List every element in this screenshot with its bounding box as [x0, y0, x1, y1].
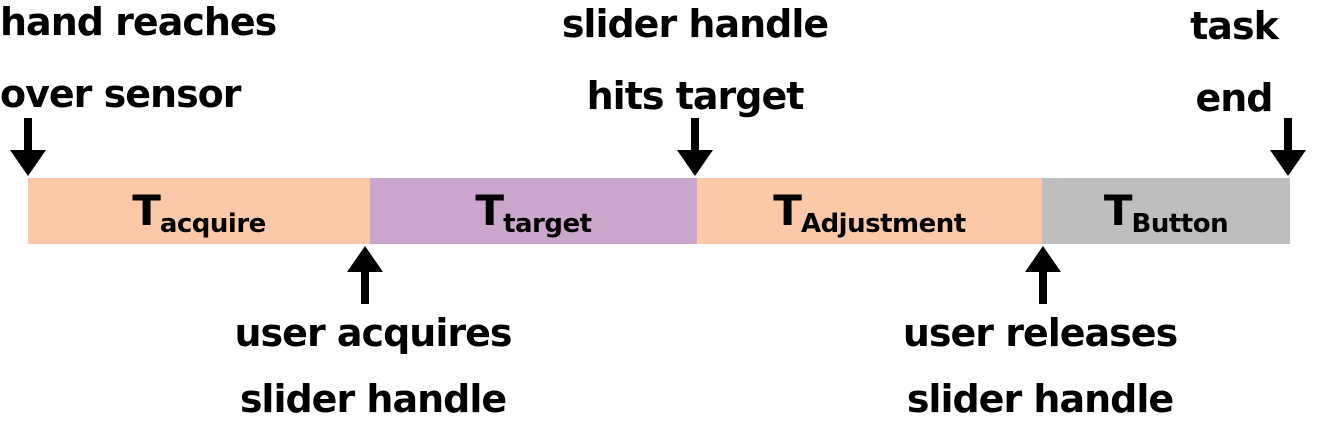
up-arrow-icon [347, 246, 383, 304]
annotation-line: task [1190, 4, 1279, 48]
annotation-line: end [1195, 76, 1273, 120]
annotation-line: slider handle [561, 2, 829, 46]
annotation-line: hand reaches [0, 0, 277, 44]
annotation-line: slider handle [239, 377, 507, 421]
annotation-slider-handle-hits-target: slider handle hits target [545, 0, 845, 132]
segment-t-target: Ttarget [370, 178, 697, 244]
down-arrow-icon [1270, 118, 1306, 176]
segment-label: Ttarget [475, 186, 592, 239]
annotation-line: hits target [586, 74, 805, 118]
segment-t-adjustment: TAdjustment [697, 178, 1042, 244]
segment-label: TAdjustment [773, 186, 966, 239]
annotation-line: user releases [902, 311, 1178, 355]
segment-label: TButton [1103, 186, 1229, 239]
segment-t-button: TButton [1042, 178, 1290, 244]
segment-label: Tacquire [132, 186, 266, 239]
annotation-task-end: task end [1134, 0, 1318, 134]
annotation-hand-reaches-over-sensor: hand reaches over sensor [0, 0, 300, 130]
up-arrow-icon [1025, 246, 1061, 304]
annotation-line: slider handle [906, 377, 1174, 421]
annotation-user-acquires-slider-handle: user acquires slider handle [223, 300, 523, 432]
down-arrow-icon [677, 118, 713, 176]
annotation-line: over sensor [0, 72, 242, 116]
timeline-bar: Tacquire Ttarget TAdjustment TButton [28, 178, 1290, 244]
annotation-user-releases-slider-handle: user releases slider handle [890, 300, 1190, 432]
annotation-line: user acquires [234, 311, 513, 355]
down-arrow-icon [10, 118, 46, 176]
segment-t-acquire: Tacquire [28, 178, 370, 244]
